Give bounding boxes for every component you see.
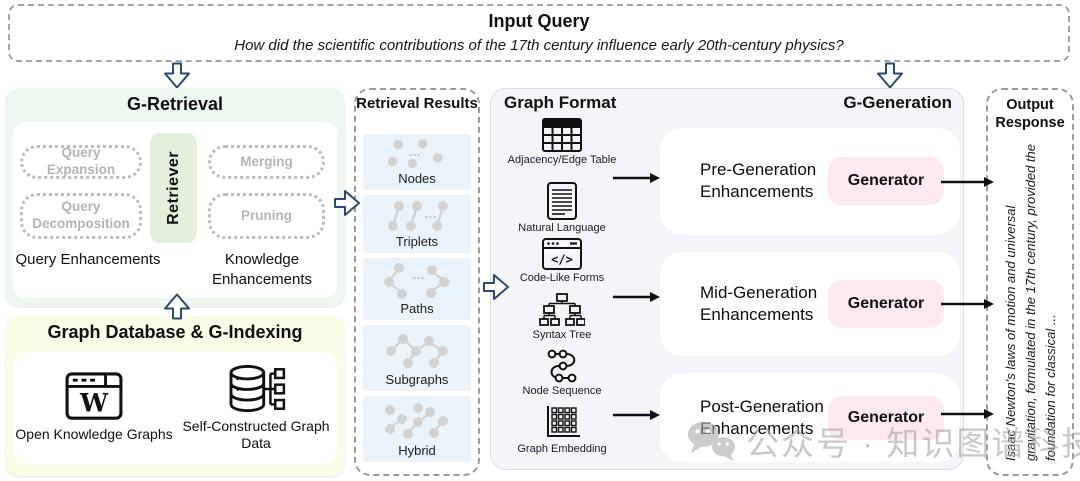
open-knowledge-graphs-item: W Open Knowledge Graphs xyxy=(13,352,175,464)
format-item-adjacency-table: Adjacency/Edge Table xyxy=(498,118,626,166)
result-label: Subgraphs xyxy=(385,372,449,387)
format-item-natural-language: Natural Language xyxy=(498,182,626,234)
output-response-text: Isaac Newton's laws of motion and univer… xyxy=(1002,143,1059,461)
open-knowledge-graphs-label: Open Knowledge Graphs xyxy=(15,426,173,443)
graph-embedding-icon xyxy=(547,406,580,437)
svg-text:…: … xyxy=(412,267,425,282)
format-label: Natural Language xyxy=(518,222,606,234)
g-retrieval-card: Query Expansion Query Decomposition Retr… xyxy=(13,122,337,298)
format-label: Adjacency/Edge Table xyxy=(507,154,617,166)
retrieval-results-panel: Retrieval Results … Nodes xyxy=(354,88,480,476)
input-query-text: How did the scientific contributions of … xyxy=(234,37,844,54)
syntax-tree-icon xyxy=(539,293,585,326)
g-indexing-title: Graph Database & G-Indexing xyxy=(47,322,303,342)
svg-text:</>: </> xyxy=(551,253,573,267)
code-icon: </> xyxy=(542,238,582,270)
svg-text:W: W xyxy=(79,389,109,418)
database-graph-icon xyxy=(229,364,286,412)
result-tile-hybrid: Hybrid xyxy=(363,396,471,462)
format-item-syntax-tree: Syntax Tree xyxy=(498,293,626,341)
svg-text:…: … xyxy=(409,145,421,159)
generator-box: Generator xyxy=(828,280,944,328)
format-label: Graph Embedding xyxy=(517,443,607,455)
generator-box: Generator xyxy=(828,396,944,440)
self-constructed-graph-label: Self-Constructed Graph Data xyxy=(182,417,330,452)
input-query-box: Input Query How did the scientific contr… xyxy=(8,4,1070,62)
result-tile-nodes: … Nodes xyxy=(363,134,471,190)
result-label: Triplets xyxy=(395,234,439,249)
result-label: Hybrid xyxy=(398,443,436,458)
arrow-right-icon xyxy=(334,190,360,216)
hybrid-icon xyxy=(385,403,448,439)
result-label: Nodes xyxy=(398,171,436,186)
arrow-right-icon xyxy=(483,274,509,300)
retrieval-results-list: … Nodes … Triplets xyxy=(363,134,471,462)
result-label: Paths xyxy=(400,301,434,316)
result-tile-paths: … Paths xyxy=(363,258,471,320)
generator-box: Generator xyxy=(828,157,944,205)
g-indexing-card: W Open Knowledge Graphs xyxy=(13,352,337,464)
format-item-node-sequence: Node Sequence xyxy=(498,349,626,397)
merging-pill: Merging xyxy=(208,145,325,179)
self-constructed-graph-item: Self-Constructed Graph Data xyxy=(175,352,337,464)
document-icon xyxy=(547,182,577,220)
stage-label: Pre-Generation Enhancements xyxy=(700,159,817,201)
arrow-to-pre-generation-icon xyxy=(613,173,660,183)
graph-format-title: Graph Format xyxy=(504,93,617,112)
svg-text:…: … xyxy=(424,206,437,221)
arrow-to-output-icon xyxy=(941,177,994,187)
arrow-down-icon xyxy=(164,62,190,89)
pre-generation-row: Pre-Generation Enhancements Generator xyxy=(660,128,960,234)
arrow-up-icon xyxy=(164,293,190,320)
format-label: Node Sequence xyxy=(522,385,602,397)
result-tile-subgraphs: Subgraphs xyxy=(363,325,471,391)
format-item-code-like-forms: </> Code-Like Forms xyxy=(498,238,626,284)
post-generation-row: Post-Generation Enhancements Generator xyxy=(660,374,960,462)
pruning-pill: Pruning xyxy=(208,193,325,239)
query-decomposition-pill: Query Decomposition xyxy=(20,193,142,239)
stage-label: Mid-Generation Enhancements xyxy=(700,282,818,324)
retrieval-results-title: Retrieval Results xyxy=(356,95,478,112)
arrow-to-output-icon xyxy=(941,409,994,419)
arrow-to-mid-generation-icon xyxy=(613,292,660,302)
format-label: Syntax Tree xyxy=(532,329,592,341)
format-item-graph-embedding: Graph Embedding xyxy=(498,405,626,455)
g-retrieval-panel: G-Retrieval Query Expansion Query Decomp… xyxy=(5,88,345,306)
retriever-box: Retriever xyxy=(150,133,197,243)
triplets-icon: … xyxy=(388,201,448,231)
output-response-panel: Output Response xyxy=(986,88,1074,476)
format-label: Code-Like Forms xyxy=(519,272,605,284)
mid-generation-row: Mid-Generation Enhancements Generator xyxy=(660,252,960,356)
wikipedia-browser-icon: W xyxy=(65,372,123,420)
g-indexing-panel: Graph Database & G-Indexing W Open Knowl… xyxy=(5,316,345,476)
node-sequence-icon xyxy=(547,349,577,383)
table-icon xyxy=(542,118,582,152)
query-enhancements-label: Query Enhancements xyxy=(15,251,161,268)
output-response-title: Output Response xyxy=(995,97,1065,132)
retriever-label: Retriever xyxy=(164,151,182,225)
g-generation-title: G-Generation xyxy=(843,93,952,112)
result-tile-triplets: … Triplets xyxy=(363,195,471,253)
arrow-to-output-icon xyxy=(941,299,994,309)
nodes-icon: … xyxy=(387,138,443,169)
paths-icon: … xyxy=(384,263,449,299)
subgraphs-icon xyxy=(386,334,448,368)
stage-label: Post-Generation Enhancements xyxy=(700,396,824,438)
g-retrieval-title: G-Retrieval xyxy=(126,94,224,114)
query-expansion-pill: Query Expansion xyxy=(20,145,142,179)
arrow-down-icon xyxy=(877,62,903,89)
arrow-to-post-generation-icon xyxy=(613,410,660,420)
input-query-title: Input Query xyxy=(488,11,590,31)
knowledge-enhancements-label: Knowledge Enhancements xyxy=(211,251,313,288)
